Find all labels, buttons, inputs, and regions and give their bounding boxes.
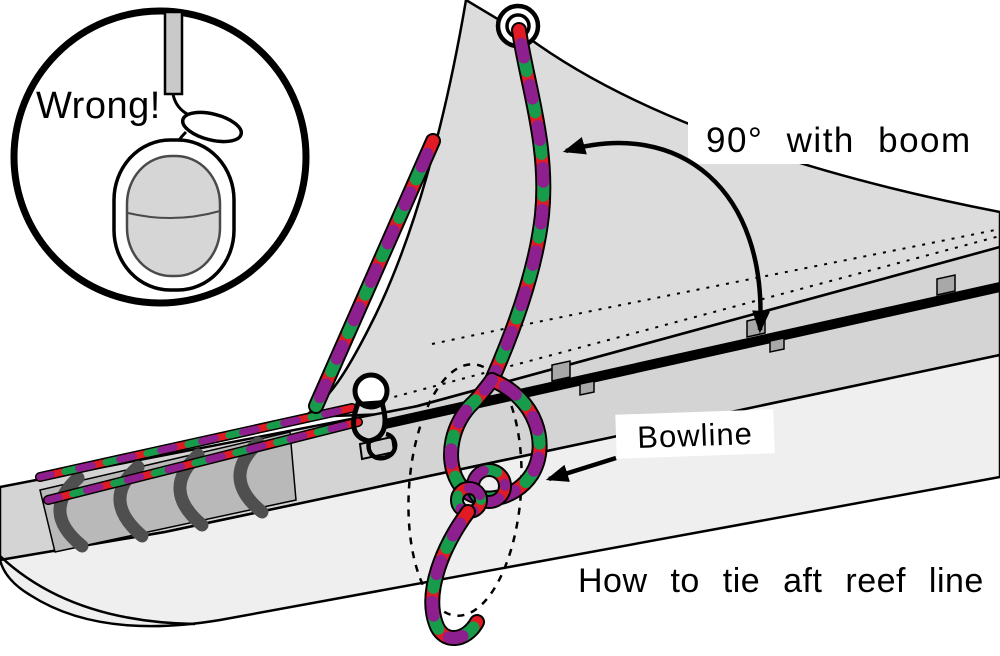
shackle-pin	[355, 400, 386, 406]
thimble-seam-line	[127, 210, 221, 219]
bowline-arrow	[545, 455, 617, 482]
boom-end-cap-curve	[0, 555, 196, 626]
boom-end-shaded-patch	[39, 431, 297, 553]
diagram-title: How to tie aft reef line	[578, 562, 984, 600]
bowline-label-group: Bowline	[615, 409, 775, 459]
track-stop	[579, 380, 595, 396]
boom-track	[383, 282, 1000, 429]
wrong-rope-loop	[180, 110, 244, 144]
tack-hardware	[351, 372, 398, 461]
wrong-caption: Wrong!	[36, 85, 161, 127]
bowline-label: Bowline	[637, 416, 754, 455]
bowline-label-box	[615, 409, 775, 459]
wrong-inset: Wrong!	[10, 7, 310, 307]
slide-band	[53, 471, 89, 553]
angle-arrow	[562, 137, 771, 334]
track-stop	[936, 274, 956, 296]
thimble-inner	[125, 154, 222, 278]
webbing-strap	[163, 10, 184, 96]
track-stop	[551, 360, 571, 382]
angle-label: 90° with boom	[706, 121, 972, 160]
tack-ring	[352, 372, 390, 410]
slide-band	[113, 460, 149, 543]
hook-fitting	[366, 431, 398, 461]
track-stop	[769, 337, 785, 353]
